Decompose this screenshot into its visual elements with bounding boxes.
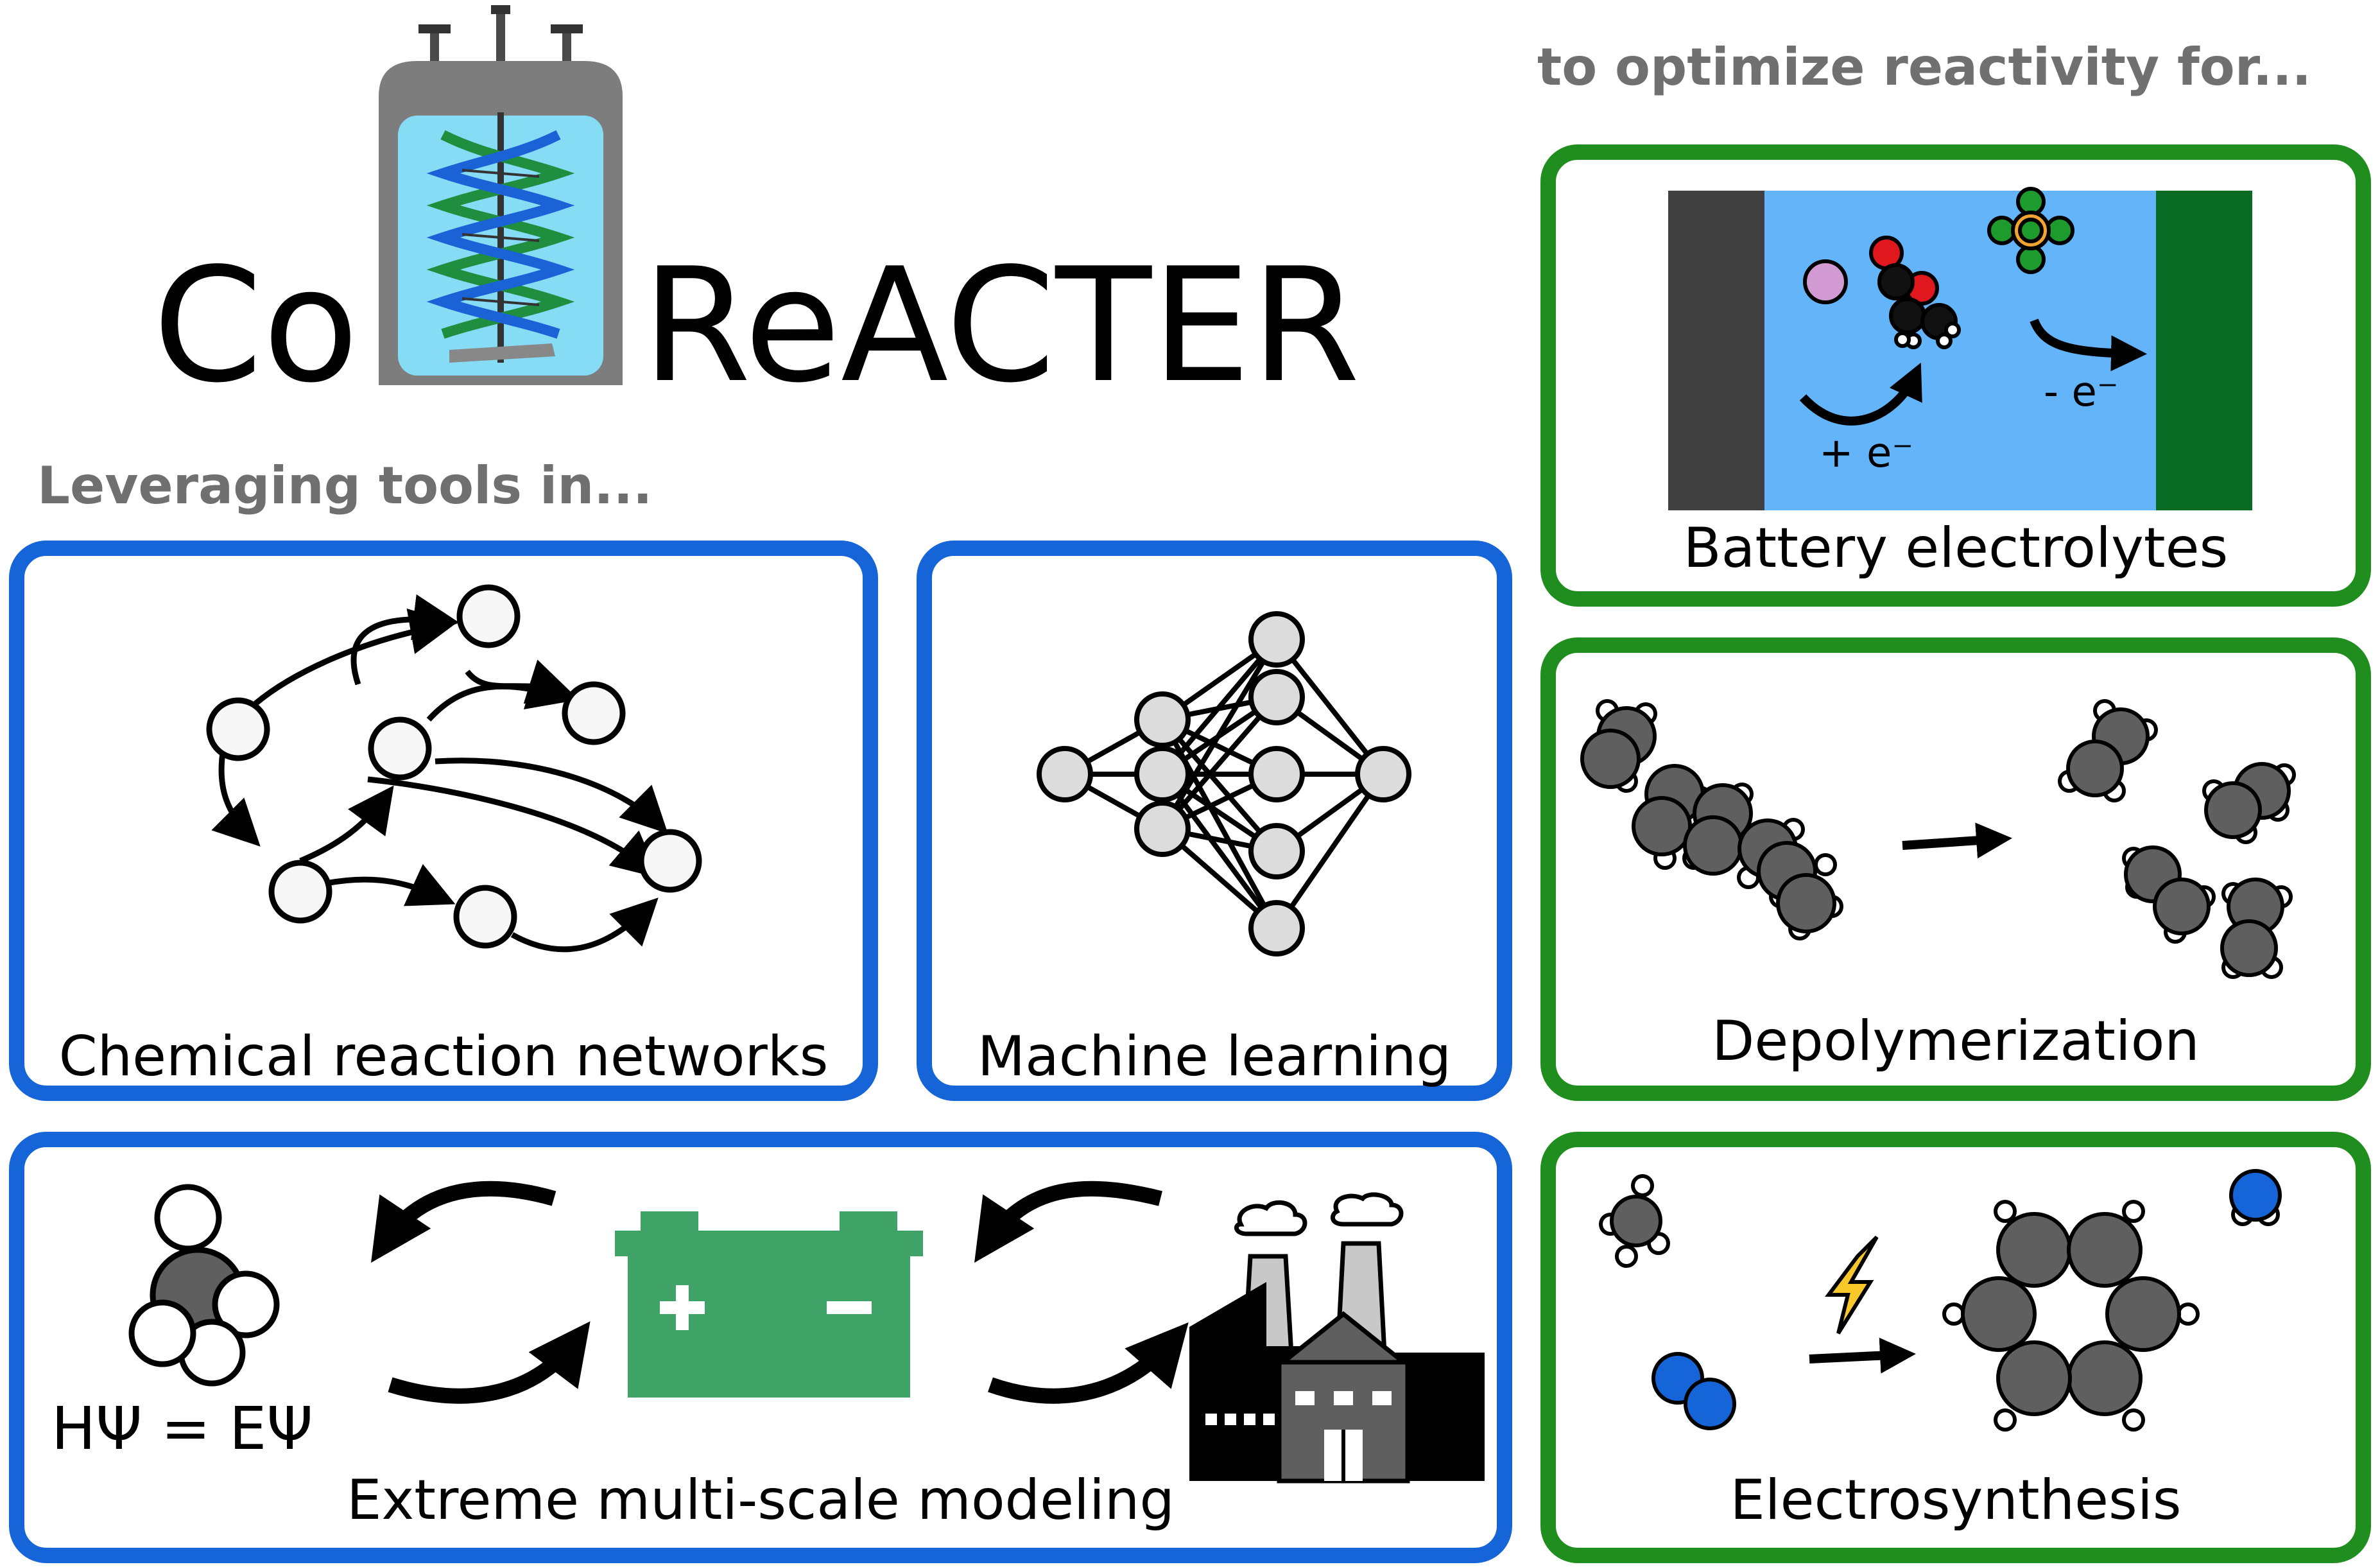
factory-icon: [1189, 1192, 1485, 1484]
carbon-atom: [1996, 1212, 2072, 1288]
electrosynthesis-icon: [1599, 1169, 2282, 1432]
carbon-atom: [1580, 729, 1641, 789]
nn-node: [1248, 746, 1305, 802]
ml-panel: Machine learning: [917, 541, 1512, 1101]
nitrogen-atom: [1684, 1378, 1736, 1430]
nn-node: [1355, 746, 1411, 802]
nn-node: [1134, 746, 1191, 802]
reduction-label: + e⁻: [1819, 429, 1914, 477]
nn-node: [1248, 611, 1305, 668]
nn-edge: [1274, 772, 1386, 930]
nn-edge: [1160, 695, 1279, 831]
hydrogen-atom: [1814, 853, 1837, 876]
hydrogen-atom: [2122, 1200, 2145, 1223]
ml-label: Machine learning: [977, 1025, 1452, 1089]
crn-panel: Chemical reaction networks: [9, 541, 878, 1101]
carbon-atom: [1961, 1276, 2037, 1352]
oxidation-label: - e⁻: [2044, 368, 2119, 416]
carbon-atom: [1996, 1340, 2072, 1416]
reactor-vessel-icon: [379, 5, 623, 385]
electro-label: Electrosynthesis: [1730, 1468, 2182, 1532]
crn-label: Chemical reaction networks: [58, 1025, 829, 1089]
nn-edge: [1274, 637, 1386, 776]
carbon-atom: [2067, 1212, 2143, 1288]
reaction-network-icon: [206, 584, 702, 953]
logo-text-left: Co: [153, 234, 359, 417]
cycle-arrows-icon: [371, 1181, 1189, 1404]
carbon-atom: [2204, 781, 2262, 839]
hydrogen-atom: [1615, 1245, 1638, 1268]
nn-node: [1134, 801, 1191, 857]
nn-edge: [1160, 718, 1279, 853]
nitrogen-atom: [2229, 1169, 2282, 1222]
nn-node: [1037, 746, 1093, 802]
carbon-atom: [1632, 796, 1692, 856]
carbon-atom: [2067, 1340, 2143, 1416]
electrolyte-cell-icon: [1668, 187, 2252, 510]
molecule-icon: [128, 1184, 280, 1387]
carbon-atom: [1683, 815, 1743, 876]
hydrogen-atom: [1942, 1303, 1965, 1326]
multiscale-panel: HΨ = EΨ: [9, 1132, 1512, 1563]
applications-heading: to optimize reactivity for...: [1537, 37, 2311, 97]
depoly-label: Depolymerization: [1712, 1009, 2200, 1073]
depoly-panel: Depolymerization: [1540, 637, 2371, 1101]
carbon-atom: [2220, 919, 2278, 977]
tools-heading: Leveraging tools in...: [37, 456, 653, 515]
battery-panel: + e⁻ - e⁻ Battery electrolytes: [1540, 144, 2371, 607]
nn-edge: [1160, 637, 1279, 776]
hydrogen-atom: [2122, 1408, 2145, 1432]
carbon-atom: [2066, 740, 2124, 797]
hydrogen-atom: [1631, 1174, 1654, 1197]
carbon-atom: [2105, 1276, 2181, 1352]
multiscale-label: Extreme multi-scale modeling: [347, 1468, 1175, 1532]
carbon-atom: [1776, 873, 1836, 933]
polymer-chain-icon: [1580, 699, 2296, 979]
logo-text-right: ReACTER: [642, 234, 1361, 417]
lightning-icon: [1825, 1235, 1879, 1335]
nn-node: [1248, 823, 1305, 879]
carbon-atom: [1610, 1195, 1662, 1247]
nn-node: [1248, 900, 1305, 957]
hydrogen-atom: [1994, 1408, 2017, 1432]
neural-network-icon: [1037, 611, 1411, 957]
nn-node: [1134, 691, 1191, 748]
carbon-atom: [2153, 878, 2211, 935]
hydrogen-atom: [2177, 1303, 2200, 1326]
nn-node: [1248, 669, 1305, 725]
schrodinger-equation: HΨ = EΨ: [51, 1394, 313, 1463]
battery-icon: [615, 1211, 923, 1398]
electro-panel: Electrosynthesis: [1540, 1132, 2371, 1563]
battery-label: Battery electrolytes: [1683, 516, 2229, 580]
hydrogen-atom: [1994, 1200, 2017, 1223]
nn-edge: [1160, 637, 1279, 831]
